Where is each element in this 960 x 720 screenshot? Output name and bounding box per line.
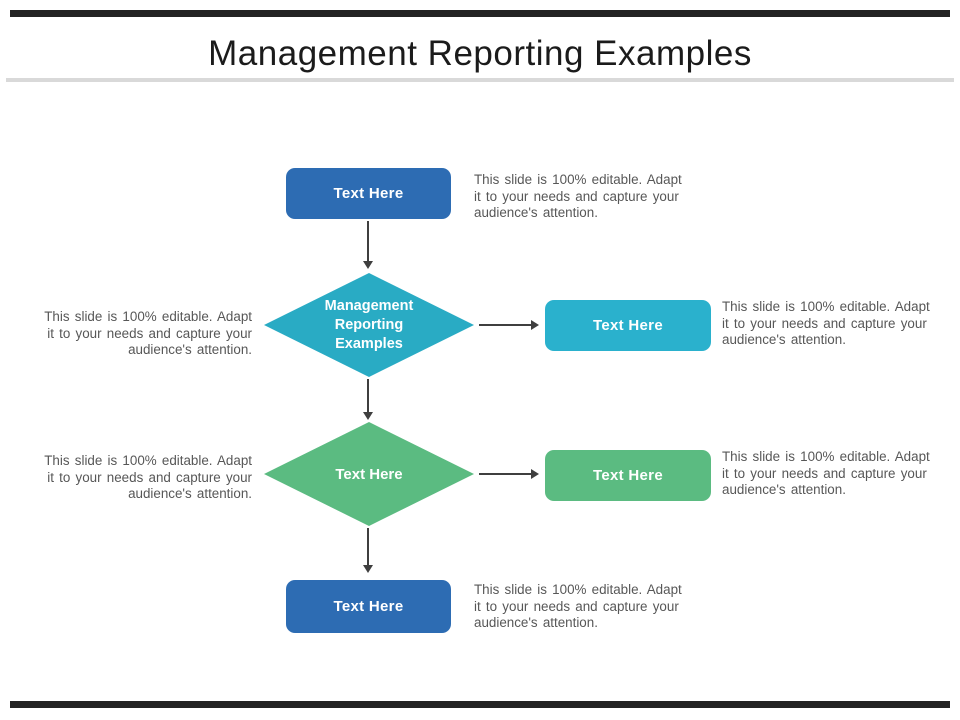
flow-node-green-box[interactable]: Text Here — [545, 450, 711, 501]
arrow-head-right-icon — [531, 320, 539, 330]
flow-node-green-diamond-label: Text Here — [335, 465, 403, 483]
flow-node-green-diamond[interactable]: Text Here — [264, 422, 474, 526]
flow-node-bottom-box[interactable]: Text Here — [286, 580, 451, 633]
caption-middle-left: This slide is 100% editable. Adapt it to… — [44, 309, 252, 357]
arrow-head-right-icon — [531, 469, 539, 479]
flow-node-center-diamond-label: Management Reporting Examples — [324, 297, 414, 352]
arrow-shaft — [367, 221, 369, 261]
arrow-head-down-icon — [363, 261, 373, 269]
flow-node-top-box-label: Text Here — [333, 185, 404, 202]
arrow-shaft — [479, 473, 532, 475]
title-divider — [6, 78, 954, 82]
arrow-shaft — [367, 528, 369, 565]
flow-node-teal-box-label: Text Here — [593, 317, 663, 334]
caption-bottom-right: This slide is 100% editable. Adapt it to… — [474, 582, 682, 630]
flow-node-center-diamond[interactable]: Management Reporting Examples — [264, 273, 474, 377]
caption-lower-left: This slide is 100% editable. Adapt it to… — [44, 453, 252, 501]
flow-node-teal-box[interactable]: Text Here — [545, 300, 711, 351]
arrow-head-down-icon — [363, 412, 373, 420]
slide-title: Management Reporting Examples — [208, 34, 752, 73]
caption-top-right: This slide is 100% editable. Adapt it to… — [474, 172, 682, 220]
flow-node-green-box-label: Text Here — [593, 467, 663, 484]
caption-lower-right: This slide is 100% editable. Adapt it to… — [722, 449, 930, 497]
caption-middle-right: This slide is 100% editable. Adapt it to… — [722, 299, 930, 347]
arrow-shaft — [367, 379, 369, 412]
bottom-frame-bar — [10, 701, 950, 708]
flow-node-top-box[interactable]: Text Here — [286, 168, 451, 219]
arrow-shaft — [479, 324, 532, 326]
arrow-head-down-icon — [363, 565, 373, 573]
flow-node-bottom-box-label: Text Here — [333, 598, 404, 615]
top-frame-bar — [10, 10, 950, 17]
